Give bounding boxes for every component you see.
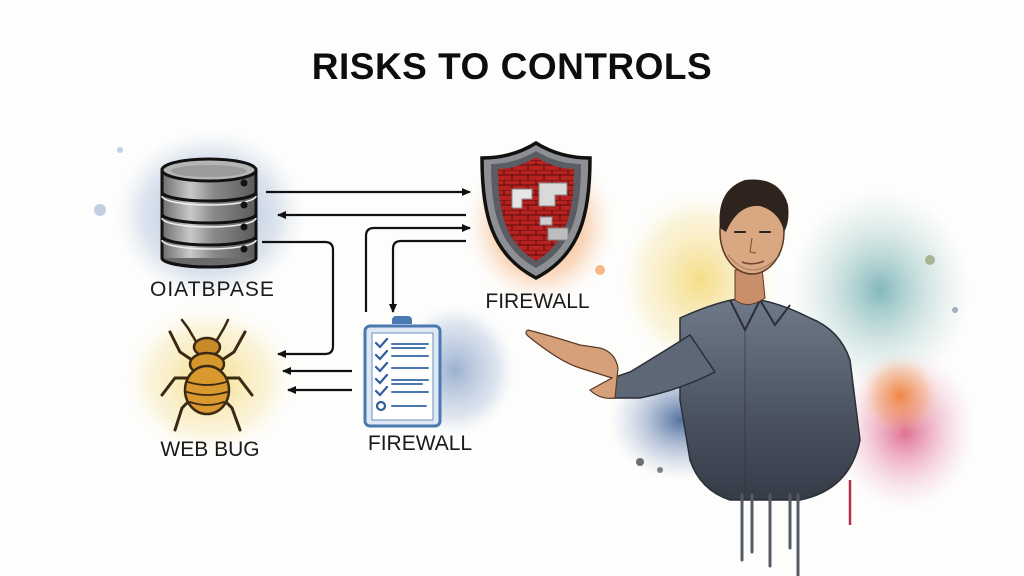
arrow-database-to-bug <box>262 240 335 358</box>
presenter-figure <box>525 179 861 576</box>
database-label: OIATBPASE <box>150 278 275 301</box>
clipboard-checklist-icon <box>363 316 442 428</box>
bug-icon <box>160 318 254 432</box>
web-bug-label: WEB BUG <box>160 438 260 461</box>
connection-arrows <box>262 188 471 394</box>
database-icon <box>160 157 258 269</box>
checklist-label: FIREWALL <box>367 432 473 455</box>
arrow-checklist-to-firewall <box>364 224 471 312</box>
arrow-firewall-to-checklist <box>389 239 466 313</box>
page-title: RISKS TO CONTROLS <box>311 46 713 87</box>
shield-brick-wall-icon <box>480 140 592 280</box>
firewall-shield-label: FIREWALL <box>485 290 590 313</box>
